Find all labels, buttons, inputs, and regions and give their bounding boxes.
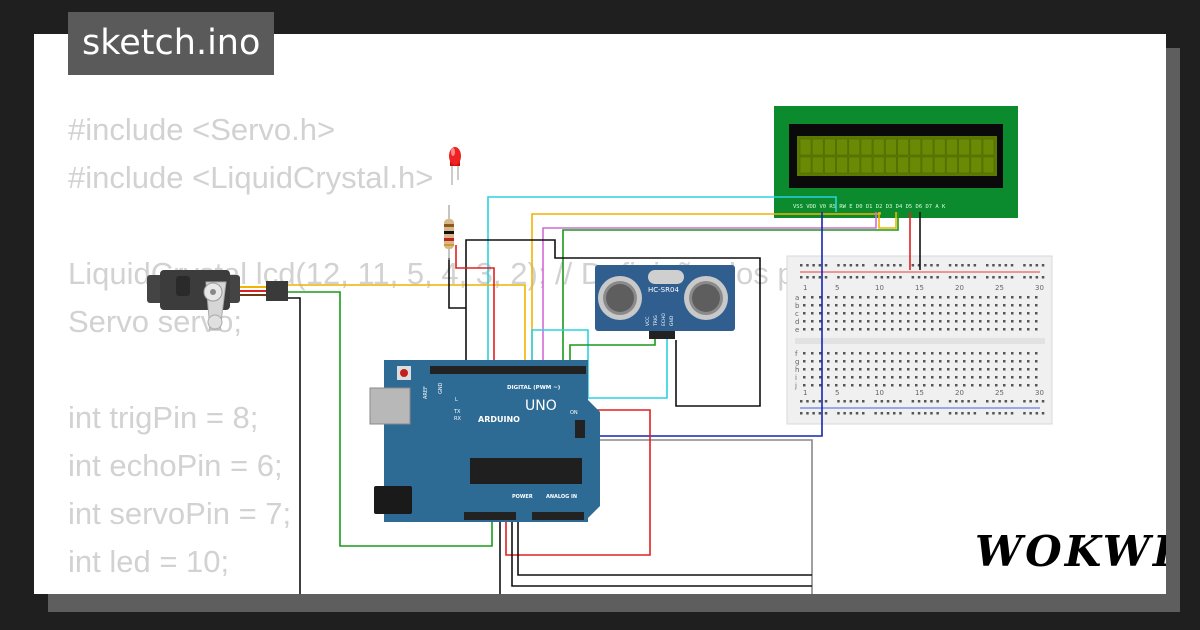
board-model: UNO bbox=[525, 398, 557, 414]
wire-black bbox=[465, 239, 761, 407]
wire-yellow-servo bbox=[288, 284, 526, 368]
resistor[interactable] bbox=[444, 205, 454, 260]
breadboard-row-letter: d bbox=[795, 318, 799, 326]
code-line: int trigPin = 8; bbox=[68, 400, 259, 435]
breadboard-rails bbox=[800, 264, 1045, 415]
sensor-pin-vcc: VCC bbox=[645, 317, 651, 326]
breadboard-col-number: 15 bbox=[915, 284, 924, 292]
simulation-canvas[interactable]: #include <Servo.h> #include <LiquidCryst… bbox=[34, 34, 1166, 594]
lcd-pin-labels: VSS VDD V0 RS RW E D0 D1 D2 D3 D4 D5 D6 … bbox=[793, 204, 946, 210]
breadboard-row-letter: a bbox=[795, 294, 799, 302]
code-line: int echoPin = 6; bbox=[68, 448, 283, 483]
wire-red-5v bbox=[505, 409, 651, 556]
lcd-display[interactable]: VSS VDD V0 RS RW E D0 D1 D2 D3 D4 D5 D6 … bbox=[774, 106, 1018, 218]
breadboard-row-letter: f bbox=[795, 350, 798, 358]
arduino-uno[interactable]: DIGITAL (PWM ~) AREF GND L TX RX ARDUINO… bbox=[369, 360, 600, 522]
breadboard-row-letter: g bbox=[795, 358, 799, 366]
board-tx-label: TX bbox=[453, 409, 461, 415]
breadboard-col-number: 20 bbox=[955, 389, 964, 397]
wire-black-left bbox=[448, 258, 466, 309]
board-aref-label: AREF bbox=[423, 386, 429, 399]
ultrasonic-sensor[interactable]: HC-SR04 VCC TRIG ECHO GND bbox=[595, 265, 735, 339]
board-gnd-label: GND bbox=[438, 382, 444, 394]
wire-red-led bbox=[455, 245, 495, 368]
breadboard-row-letter: j bbox=[794, 382, 797, 390]
breadboard-row-letter: b bbox=[795, 302, 800, 310]
code-line: int servoPin = 7; bbox=[68, 496, 292, 531]
red-led[interactable] bbox=[449, 147, 461, 185]
file-tab[interactable]: sketch.ino bbox=[68, 12, 275, 75]
wire-gray bbox=[579, 368, 813, 594]
code-line: int soundPin = 11; bbox=[68, 586, 996, 594]
breadboard-col-number: 30 bbox=[1035, 284, 1044, 292]
wire-yellow bbox=[531, 212, 881, 368]
breadboard-col-number: 10 bbox=[875, 284, 884, 292]
breadboard-row-letter: i bbox=[795, 374, 797, 382]
board-l-label: L bbox=[455, 397, 458, 403]
board-on-label: ON bbox=[570, 410, 578, 416]
sensor-pin-gnd: GND bbox=[669, 315, 675, 326]
code-line: int led = 10; bbox=[68, 544, 230, 579]
breadboard-row-letter: e bbox=[795, 326, 799, 334]
wire-pink bbox=[542, 212, 877, 368]
servo-motor[interactable] bbox=[147, 270, 288, 331]
wire-black-servo bbox=[288, 297, 301, 594]
breadboard-col-number: 25 bbox=[995, 284, 1004, 292]
breadboard-col-number: 30 bbox=[1035, 389, 1044, 397]
breadboard-col-number: 5 bbox=[835, 284, 839, 292]
board-header-power: POWER bbox=[512, 494, 533, 500]
board-header-digital: DIGITAL (PWM ~) bbox=[507, 385, 561, 391]
breadboard-col-number: 20 bbox=[955, 284, 964, 292]
wire-green-sensor bbox=[569, 338, 656, 368]
breadboard-row-letter: h bbox=[795, 366, 799, 374]
wire-green-servo bbox=[288, 291, 493, 547]
breadboard-col-number: 10 bbox=[875, 389, 884, 397]
sensor-pin-trig: TRIG bbox=[653, 315, 659, 327]
wire-black-gnd2 bbox=[517, 512, 812, 576]
breadboard-col-number: 5 bbox=[835, 389, 839, 397]
breadboard-col-number: 25 bbox=[995, 389, 1004, 397]
breadboard-col-number: 1 bbox=[803, 284, 807, 292]
wire-cyan bbox=[487, 196, 837, 368]
board-rx-label: RX bbox=[454, 416, 461, 422]
breadboard-col-number: 1 bbox=[803, 389, 807, 397]
sensor-label: HC-SR04 bbox=[648, 286, 679, 294]
wire-yellow-lcd bbox=[878, 212, 897, 229]
board-header-analog: ANALOG IN bbox=[546, 494, 577, 500]
wokwi-logo: WOKWI bbox=[975, 527, 1166, 576]
code-line: #include <LiquidCrystal.h> bbox=[68, 160, 434, 195]
sensor-pin-echo: ECHO bbox=[661, 313, 667, 326]
board-logo: ARDUINO bbox=[478, 415, 520, 424]
breadboard-row-letter: c bbox=[795, 310, 799, 318]
wire-green-lcd bbox=[562, 212, 899, 368]
breadboard-col-number: 15 bbox=[915, 389, 924, 397]
code-line: #include <Servo.h> bbox=[68, 112, 336, 147]
wire-black-gnd bbox=[511, 512, 812, 587]
